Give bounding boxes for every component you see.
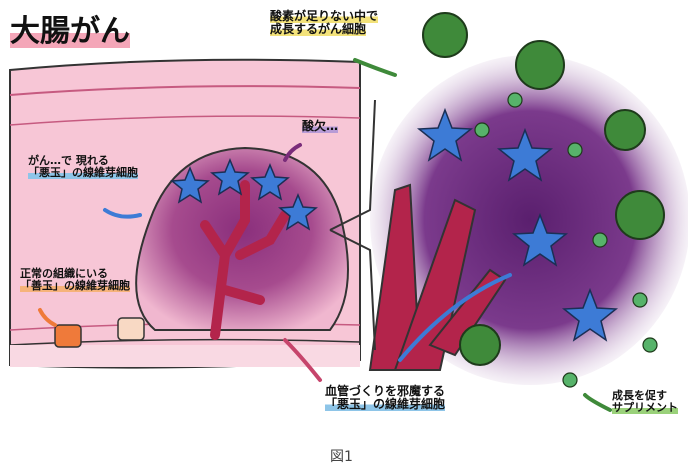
orange-cell <box>118 318 144 340</box>
oxygen-label: 酸素が足りない中で 成長するがん細胞 <box>270 10 378 36</box>
oxygen-line2: 成長するがん細胞 <box>270 23 378 36</box>
pill <box>593 233 607 247</box>
orange-cell <box>55 325 81 347</box>
pill <box>475 123 489 137</box>
oxygen-line1-text: 酸素が足りない中で <box>270 9 378 23</box>
cancer-cell <box>516 41 564 89</box>
supplement-label: 成長を促す サプリメント <box>612 390 678 414</box>
acid-label: 酸欠… <box>302 120 338 133</box>
pill <box>563 373 577 387</box>
good-normal-line2: 「善玉」の線維芽細胞 <box>20 280 130 292</box>
supplement-line2: サプリメント <box>612 402 678 414</box>
cancer-cell <box>605 110 645 150</box>
bad-observed-line2: 「悪玉」の線維芽細胞 <box>28 167 138 179</box>
pill <box>568 143 582 157</box>
green-arrow <box>585 395 610 410</box>
cancer-cell <box>616 191 664 239</box>
good-normal-line2-text: 「善玉」の線維芽細胞 <box>20 279 130 292</box>
cancer-cell <box>423 13 467 57</box>
pill <box>643 338 657 352</box>
oxygen-line2-text: 成長するがん細胞 <box>270 22 366 36</box>
vessel-line2: 「悪玉」の線維芽細胞 <box>325 398 445 411</box>
figure-caption: 図1 <box>330 450 353 465</box>
good-normal-label: 正常の組織にいる 「善玉」の線維芽細胞 <box>20 268 130 292</box>
page-title: 大腸がん <box>10 15 130 48</box>
vessel-label: 血管づくりを邪魔する 「悪玉」の線維芽細胞 <box>325 385 445 411</box>
cancer-cell <box>460 325 500 365</box>
vessel-line2-text: 「悪玉」の線維芽細胞 <box>325 397 445 411</box>
acid-label-text: 酸欠… <box>302 119 338 133</box>
bad-observed-line2-text: 「悪玉」の線維芽細胞 <box>28 166 138 179</box>
pill <box>633 293 647 307</box>
pill <box>508 93 522 107</box>
supplement-line2-text: サプリメント <box>612 401 678 414</box>
bad-observed-label: がん…で 現れる 「悪玉」の線維芽細胞 <box>28 155 138 179</box>
